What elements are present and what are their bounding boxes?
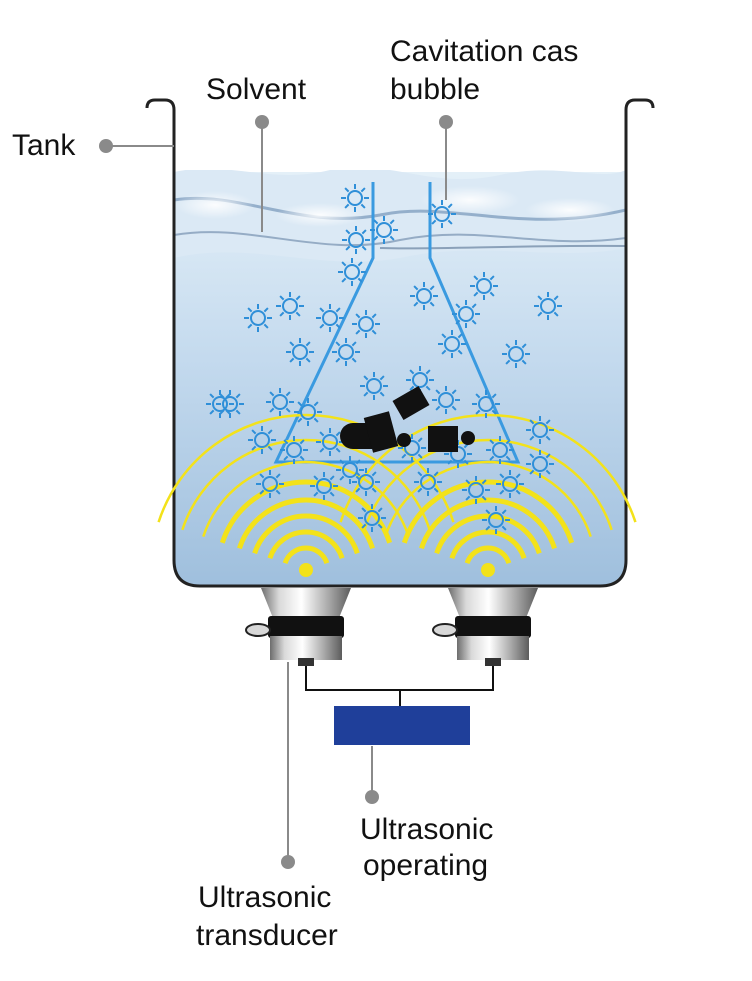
ultrasonic-wave-icon — [434, 513, 542, 555]
cavitation-bubble-icon — [266, 388, 294, 416]
leader-lines — [99, 115, 453, 869]
ultrasonic-wave-icon — [339, 413, 637, 523]
ultrasonic-wave-icon — [419, 497, 557, 550]
cavitation-bubble-icon — [406, 366, 434, 394]
label-cavitation-line1: Cavitation cas — [390, 35, 579, 68]
ultrasonic-wave-icon — [252, 513, 360, 555]
cavitation-bubbles — [206, 184, 562, 534]
ultrasonic-wave-icon — [363, 438, 613, 531]
cavitation-bubble-icon — [276, 292, 304, 320]
cavitation-bubble-icon — [370, 216, 398, 244]
transducers — [245, 588, 538, 666]
label-tank: Tank — [12, 129, 76, 162]
cavitation-bubble-icon — [462, 476, 490, 504]
ultrasonic-generator-box — [334, 706, 470, 745]
cavitation-bubble-icon — [256, 470, 284, 498]
cavitation-bubble-icon — [360, 372, 388, 400]
cavitation-bubble-icon — [428, 200, 456, 228]
cavitation-bubble-icon — [352, 310, 380, 338]
cavitation-bubble-icon — [336, 456, 364, 484]
cavitation-bubble-icon — [534, 292, 562, 320]
cavitation-bubble-icon — [310, 472, 338, 500]
cavitation-bubble-icon — [496, 470, 524, 498]
cavitation-bubble-icon — [452, 300, 480, 328]
water-surface — [174, 170, 626, 262]
cavitation-bubble-icon — [486, 436, 514, 464]
ultrasonic-waves — [157, 413, 637, 565]
cavitation-bubble-icon — [248, 426, 276, 454]
cavitation-bubble-icon — [526, 416, 554, 444]
cavitation-bubble-icon — [342, 226, 370, 254]
label-transducer-line2: transducer — [196, 919, 338, 952]
label-operating-line2: operating — [363, 849, 489, 882]
cavitation-bubble-icon — [244, 304, 272, 332]
cavitation-bubble-icon — [341, 184, 369, 212]
cavitation-bubble-icon — [338, 258, 366, 286]
cavitation-bubble-icon — [438, 330, 466, 358]
ultrasonic-wave-icon — [181, 438, 431, 531]
ultrasonic-wave-icon — [282, 545, 330, 565]
label-solvent: Solvent — [206, 73, 307, 106]
cavitation-bubble-icon — [470, 272, 498, 300]
ultrasonic-wave-icon — [267, 529, 345, 560]
ultrasonic-wave-icon — [237, 497, 375, 550]
cavitation-bubble-icon — [352, 468, 380, 496]
ultrasonic-wave-icon — [219, 479, 393, 544]
cavitation-bubble-icon — [206, 390, 234, 418]
cavitation-bubble-icon — [526, 450, 554, 478]
tank-wall — [145, 98, 655, 588]
ultrasonic-wave-icon — [449, 529, 527, 560]
cavitation-bubble-icon — [432, 386, 460, 414]
transducer-icon-left — [245, 588, 351, 666]
cavitation-bubble-icon — [414, 468, 442, 496]
label-cavitation-line2: bubble — [390, 73, 481, 106]
cavitation-bubble-icon — [358, 504, 386, 532]
cavitation-bubble-icon — [502, 340, 530, 368]
cavitation-bubble-icon — [482, 506, 510, 534]
cavitation-bubble-icon — [332, 338, 360, 366]
label-transducer-line1: Ultrasonic — [198, 881, 332, 914]
cavitation-bubble-icon — [410, 282, 438, 310]
transducer-emitter-left — [299, 563, 313, 577]
cleaned-parts — [340, 385, 475, 453]
cavitation-bubble-icon — [472, 390, 500, 418]
ultrasonic-wave-icon — [157, 413, 455, 523]
cavitation-bubble-icon — [316, 428, 344, 456]
ultrasonic-wave-icon — [401, 479, 575, 544]
ultrasonic-wave-icon — [384, 460, 592, 538]
wiring — [305, 666, 494, 706]
cavitation-bubble-icon — [316, 304, 344, 332]
transducer-emitter-right — [481, 563, 495, 577]
transducer-icon-right — [432, 588, 538, 666]
cavitation-bubble-icon — [280, 436, 308, 464]
label-operating-line1: Ultrasonic — [360, 813, 494, 846]
ultrasonic-wave-icon — [464, 545, 512, 565]
ultrasonic-wave-icon — [202, 460, 410, 538]
flask-outline — [273, 182, 521, 464]
cavitation-bubble-icon — [286, 338, 314, 366]
cavitation-bubble-icon — [294, 398, 322, 426]
